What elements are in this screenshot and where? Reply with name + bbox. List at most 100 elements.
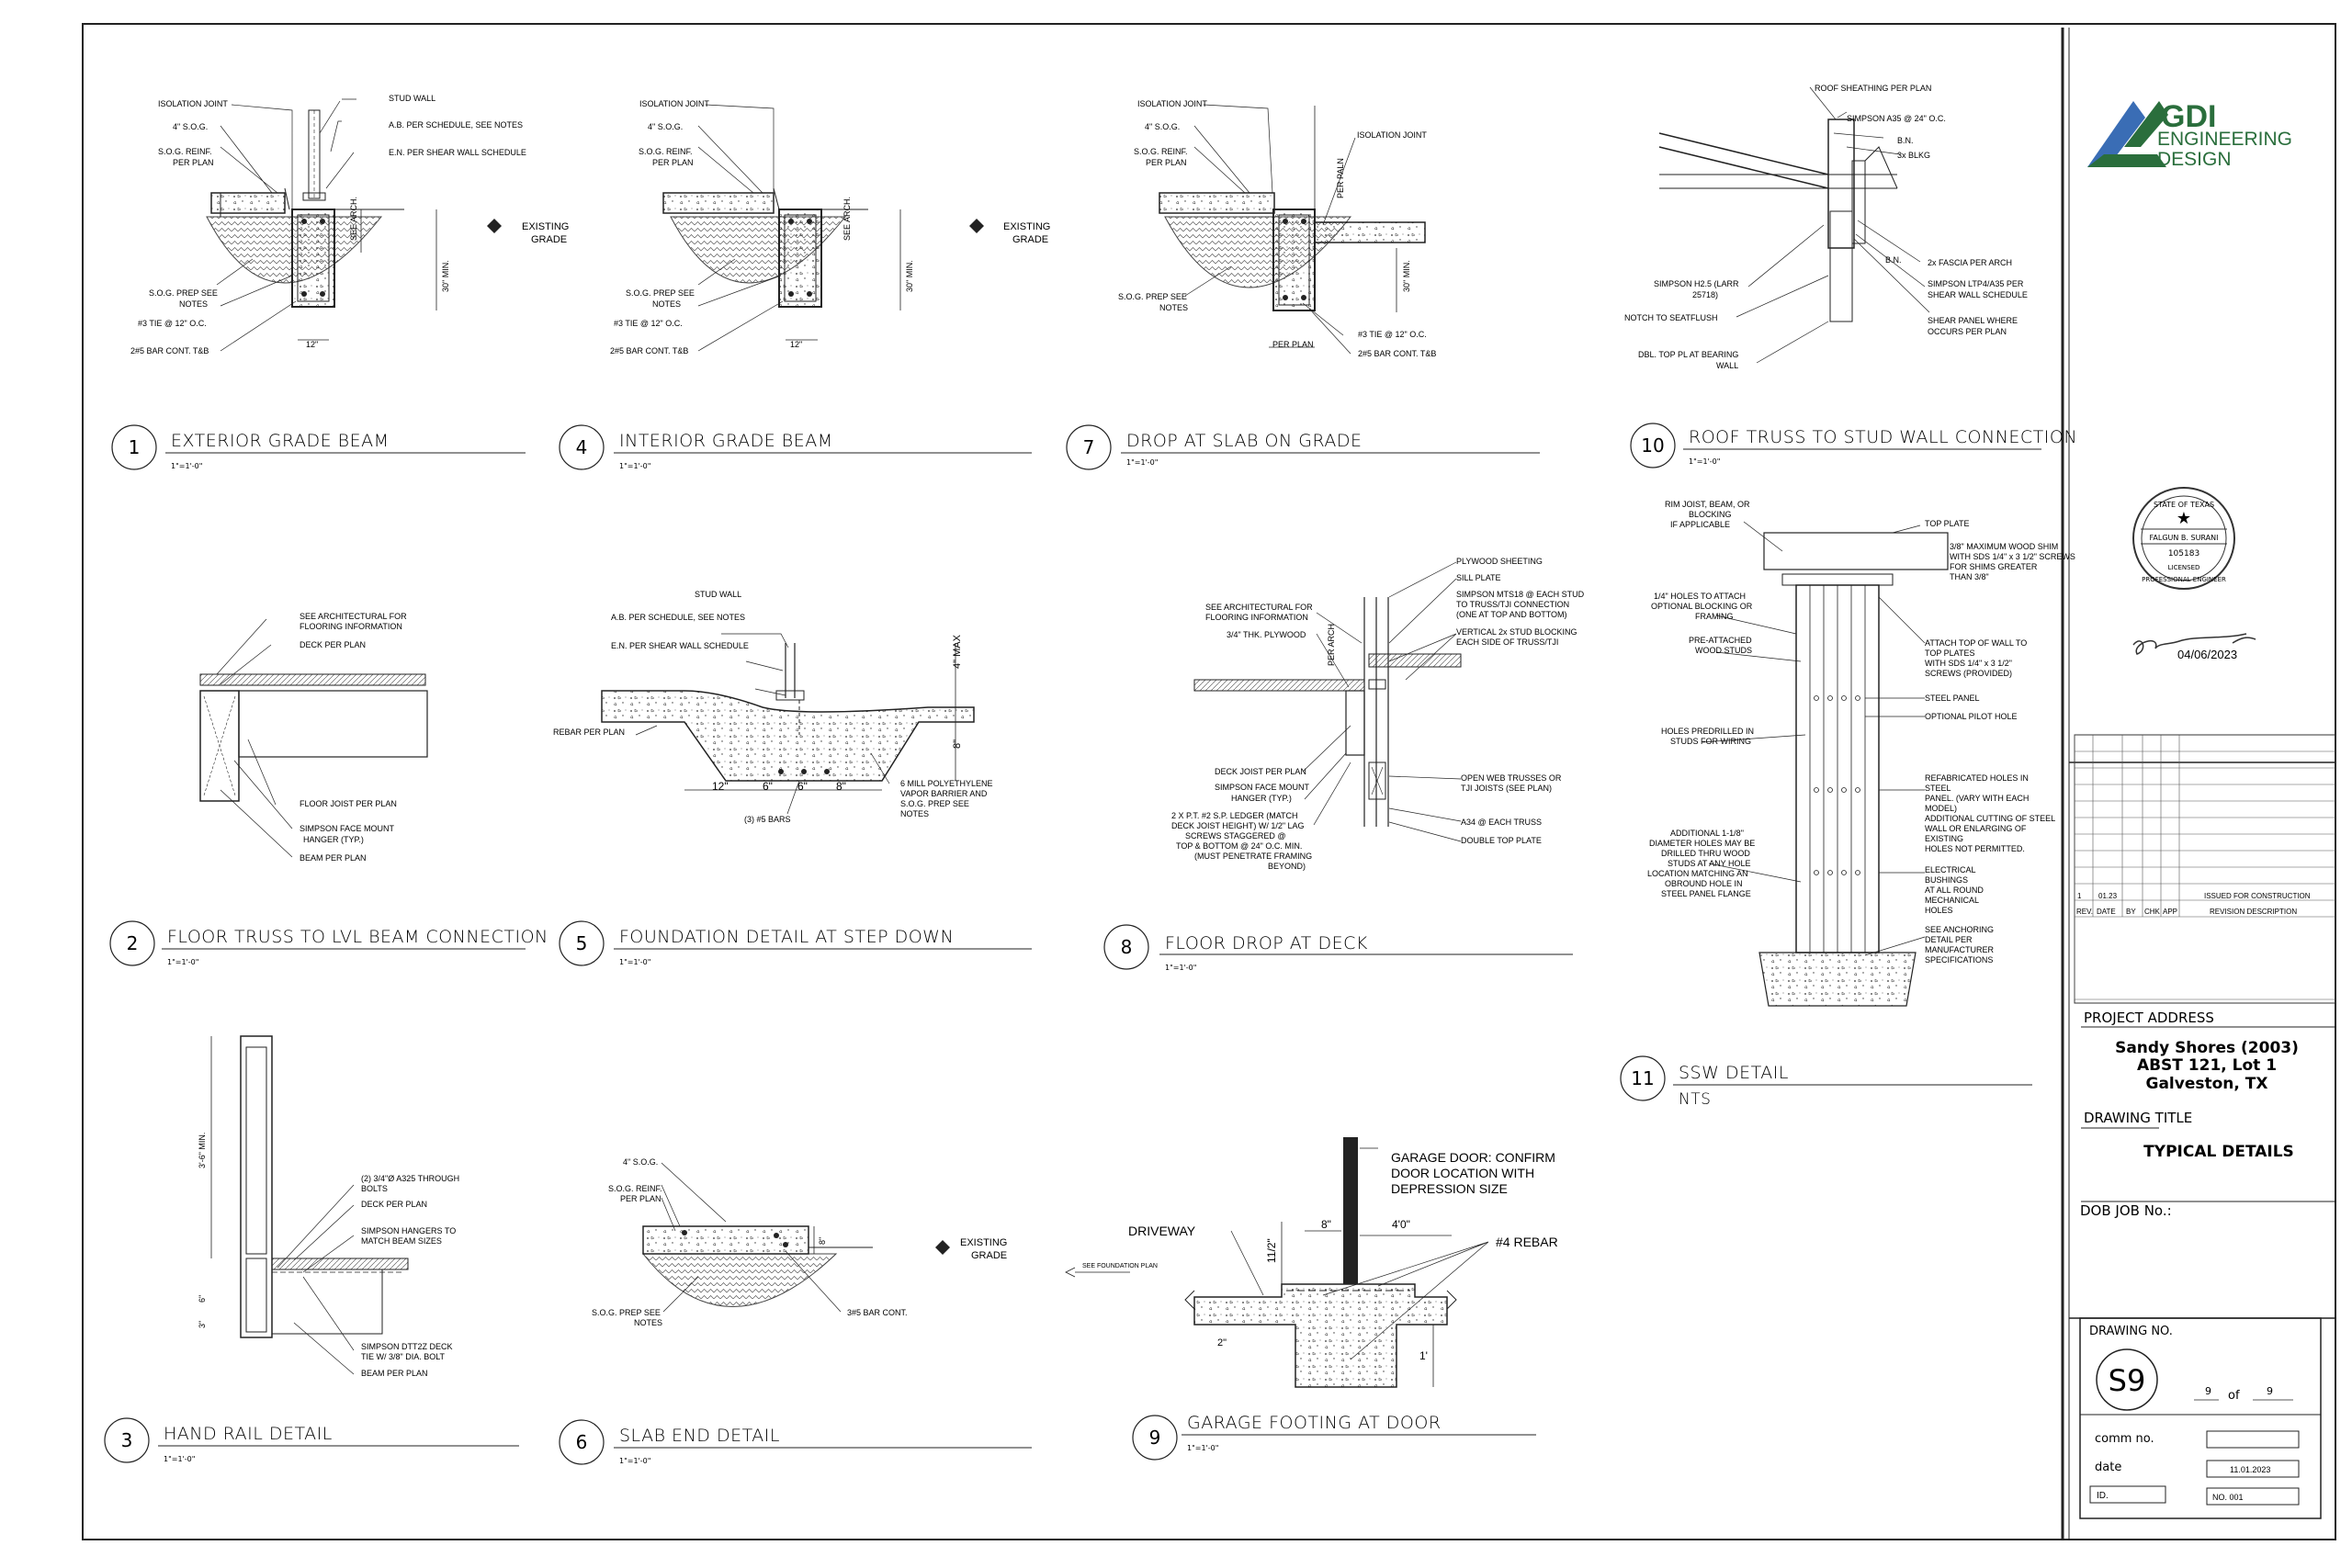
note: BEAM PER PLAN [361, 1369, 428, 1378]
note: STEEL PANEL FLANGE [1661, 889, 1751, 898]
seal-top-text: STATE OF TEXAS [2154, 501, 2214, 509]
note: #3 TIE @ 12" O.C. [138, 319, 207, 328]
revision-header: DATE [2097, 908, 2116, 916]
detail-title: FLOOR DROP AT DECK [1165, 933, 1368, 953]
note: OPTIONAL PILOT HOLE [1925, 712, 2018, 721]
detail-4-drawing: ISOLATION JOINT 4" S.O.G. S.O.G. REINF. … [610, 99, 1050, 355]
detail-7-drawing: ISOLATION JOINT 4" S.O.G. S.O.G. REINF. … [1118, 99, 1436, 358]
logo-text-design: DESIGN [2157, 149, 2232, 170]
note: EXISTING [960, 1237, 1007, 1248]
seal-license-number: 105183 [2168, 549, 2199, 558]
note: NOTES [900, 809, 929, 818]
note: 3/8" MAXIMUM WOOD SHIM [1950, 542, 2058, 551]
note: MODEL) [1925, 804, 1957, 813]
note: STEEL PANEL [1925, 694, 1980, 703]
detail-scale: 1"=1'-0" [619, 958, 650, 966]
note: E.N. PER SHEAR WALL SCHEDULE [611, 641, 749, 650]
note: WALL [1716, 361, 1738, 370]
date-label: date [2095, 1461, 2121, 1474]
note: 2#5 BAR CONT. T&B [610, 346, 688, 355]
note: 30" MIN. [441, 260, 450, 292]
revision-date: 01.23 [2098, 892, 2118, 900]
detail-title: SLAB END DETAIL [619, 1426, 780, 1446]
caption-detail-1: 1 EXTERIOR GRADE BEAM 1"=1'-0" [111, 424, 526, 470]
note: S.O.G. REINF. [639, 147, 693, 156]
detail-number: 1 [129, 436, 141, 458]
engineer-signature [2132, 633, 2256, 655]
note: REBAR PER PLAN [553, 728, 625, 737]
caption-detail-6: 6 SLAB END DETAIL 1"=1'-0" [559, 1419, 1032, 1465]
detail-scale: NTS [1679, 1090, 1711, 1109]
detail-scale: 1"=1'-0" [1187, 1444, 1218, 1452]
detail-3-drawing: 3'-6" MIN. (2) 3/4"Ø A325 THROUGH BOLTS … [198, 1035, 459, 1378]
note: BOLTS [361, 1184, 388, 1193]
note: 3" [198, 1321, 207, 1328]
note: PER PLAN [1146, 158, 1187, 167]
note: FOR SHIMS GREATER [1950, 562, 2038, 571]
note: 25718) [1692, 290, 1718, 299]
note: SHEAR PANEL WHERE [1928, 316, 2018, 325]
revision-header: REV. [2076, 908, 2093, 916]
note: (3) #5 BARS [744, 815, 791, 824]
note: MECHANICAL [1925, 896, 1979, 905]
note: SCREWS (PROVIDED) [1925, 669, 2012, 678]
note: GARAGE DOOR: CONFIRM [1391, 1150, 1555, 1165]
note: EXISTING [1003, 221, 1050, 232]
detail-scale: 1"=1'-0" [1689, 457, 1720, 466]
note: 6" [763, 780, 773, 793]
revision-description: ISSUED FOR CONSTRUCTION [2204, 892, 2311, 900]
note: TOP PLATES [1925, 649, 1975, 658]
note: #4 REBAR [1496, 1235, 1558, 1249]
note: S.O.G. PREP SEE [1118, 292, 1187, 301]
note: 3#5 BAR CONT. [847, 1308, 908, 1317]
sheet-total: 9 [2267, 1385, 2273, 1397]
detail-2-drawing: SEE ARCHITECTURAL FOR FLOORING INFORMATI… [199, 612, 428, 863]
project-city: Galveston, TX [2146, 1075, 2268, 1093]
note: SEE ARCH. [842, 197, 852, 241]
note: S.O.G. REINF. [608, 1184, 662, 1193]
note: TOP & BOTTOM @ 24" O.C. MIN. [1176, 841, 1302, 851]
drawing-number-label: DRAWING NO. [2089, 1325, 2173, 1338]
detail-number: 6 [576, 1431, 588, 1453]
note: 4" S.O.G. [648, 122, 683, 131]
note: ADDITIONAL 1-1/8" [1670, 829, 1744, 838]
note: 12" [306, 340, 318, 349]
note: S.O.G. PREP SEE [592, 1308, 661, 1317]
caption-detail-9: 9 GARAGE FOOTING AT DOOR 1"=1'-0" [1132, 1413, 1536, 1461]
note: DRIVEWAY [1128, 1224, 1196, 1238]
note: 4" S.O.G. [1145, 122, 1180, 131]
note: SIMPSON H2.5 (LARR [1654, 279, 1739, 288]
note: 2#5 BAR CONT. T&B [130, 346, 209, 355]
dob-job-label: DOB JOB No.: [2080, 1202, 2172, 1219]
note: ATTACH TOP OF WALL TO [1925, 638, 2027, 648]
project-address-label: PROJECT ADDRESS [2084, 1010, 2214, 1026]
drawing-title-value: TYPICAL DETAILS [2143, 1143, 2294, 1161]
note: OCCURS PER PLAN [1928, 327, 2007, 336]
note: NOTCH TO SEATFLUSH [1624, 313, 1718, 322]
detail-scale: 1"=1'-0" [1126, 458, 1158, 467]
revision-header: CHK [2144, 908, 2161, 916]
note: WALL OR ENLARGING OF [1925, 824, 2027, 833]
note: SIMPSON A35 @ 24" O.C. [1847, 114, 1946, 123]
note: VERTICAL 2x STUD BLOCKING [1456, 627, 1577, 637]
caption-detail-4: 4 INTERIOR GRADE BEAM 1"=1'-0" [559, 424, 1032, 470]
detail-9-drawing: GARAGE DOOR: CONFIRM DOOR LOCATION WITH … [1065, 1137, 1558, 1388]
note: DETAIL PER [1925, 935, 1973, 944]
note: B.N. [1885, 255, 1902, 265]
note: STUDS AT ANY HOLE [1668, 859, 1751, 868]
note: S.O.G. PREP SEE [900, 799, 969, 808]
note: 12" [790, 340, 802, 349]
note: HOLES PREDRILLED IN [1661, 727, 1754, 736]
caption-detail-5: 5 FOUNDATION DETAIL AT STEP DOWN 1"=1'-0… [559, 920, 1032, 966]
note: 4" S.O.G. [173, 122, 208, 131]
sheet-number: 9 [2205, 1385, 2211, 1397]
seal-star-icon: ★ [2177, 509, 2191, 527]
note: ADDITIONAL CUTTING OF STEEL [1925, 814, 2055, 823]
project-lot: ABST 121, Lot 1 [2137, 1056, 2277, 1075]
note: GRADE [531, 234, 567, 245]
note: MANUFACTURER [1925, 945, 1995, 954]
revision-header: BY [2126, 908, 2136, 916]
note: MATCH BEAM SIZES [361, 1236, 442, 1246]
note: ROOF SHEATHING PER PLAN [1815, 84, 1931, 93]
note: DOUBLE TOP PLATE [1461, 836, 1542, 845]
